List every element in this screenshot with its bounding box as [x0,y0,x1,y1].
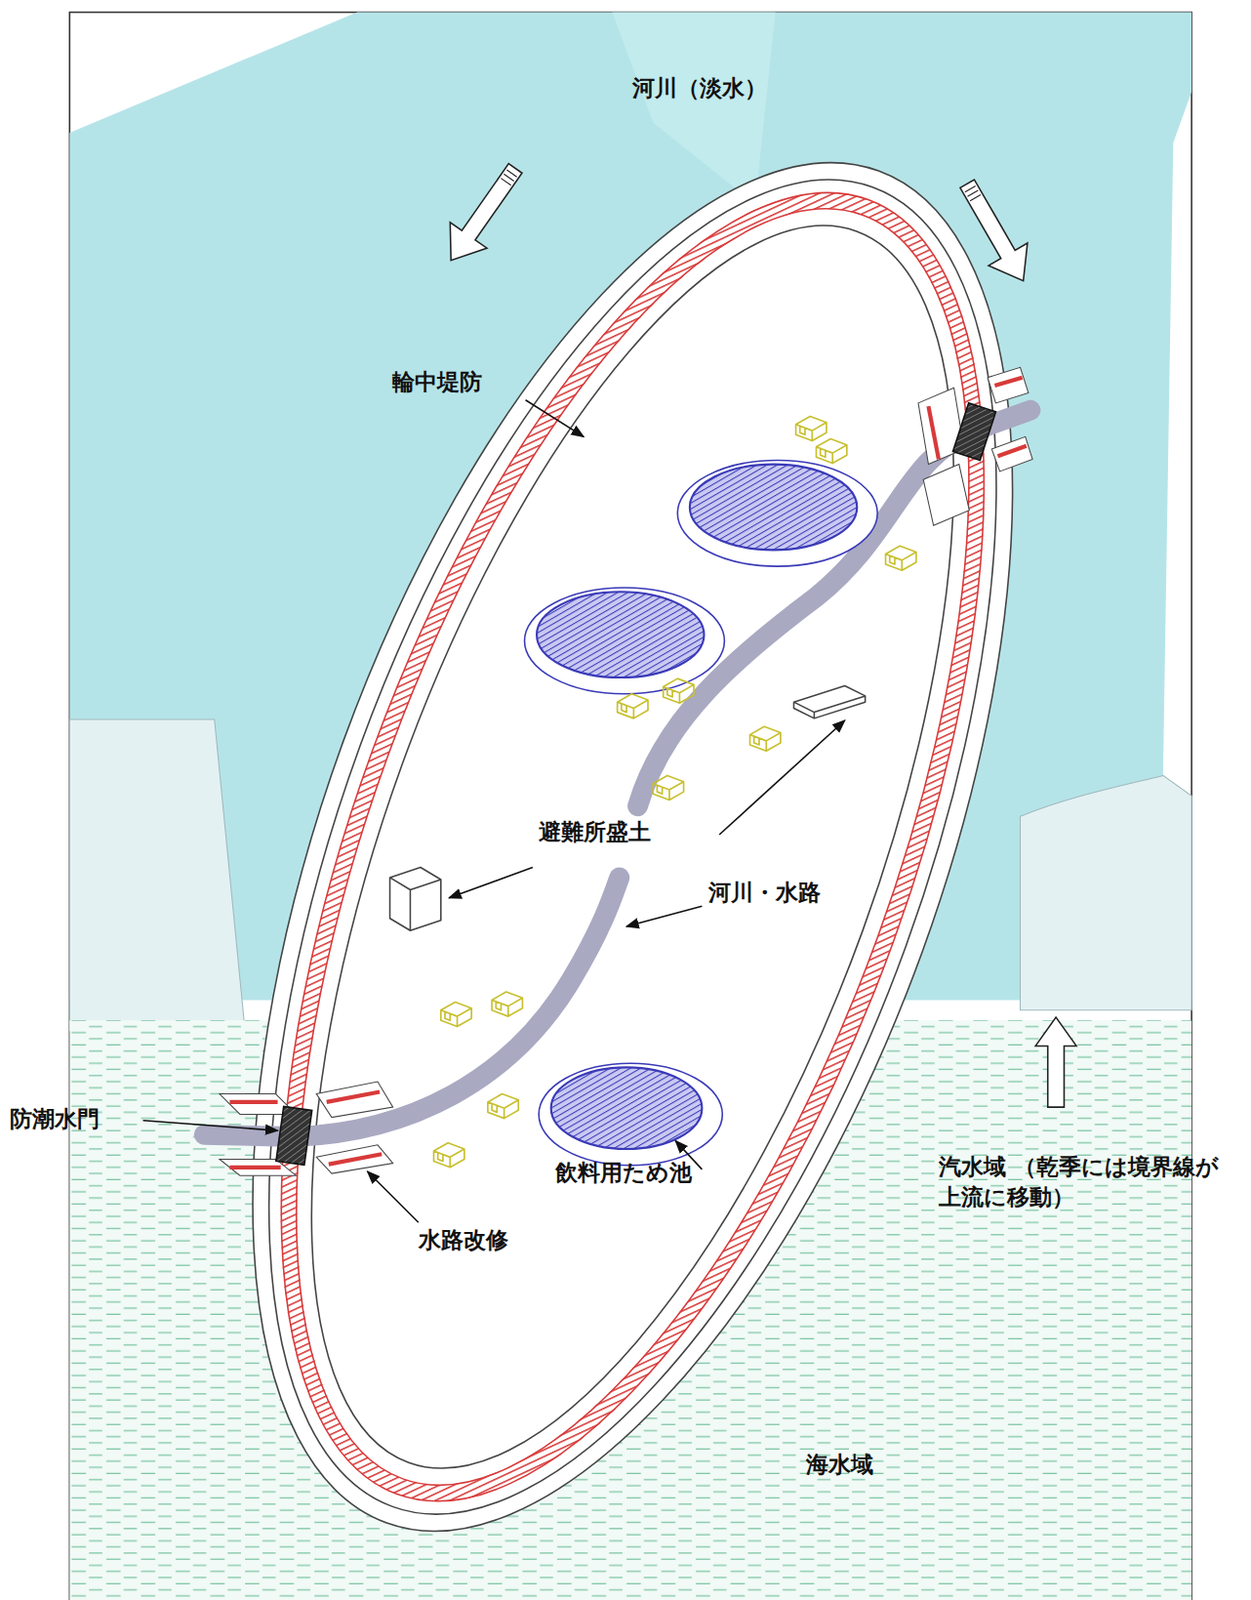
dike-outer-line [119,87,1146,1600]
island-group [97,65,1169,1600]
pond-label: 飲料用ため池 [555,1157,692,1188]
shelter-mound [390,866,442,930]
wing-wall-hatch [928,405,938,459]
tide-gate-label: 防潮水門 [9,1103,100,1134]
leader-line [719,720,846,835]
waterway-label: 河川・水路 [708,877,821,908]
flow-arrow-shape [1035,1016,1077,1107]
leader-line [525,400,585,438]
dike-edge [157,125,1108,1569]
dike-label: 輪中堤防 [392,366,483,398]
brackish-label: 汽水域 （乾季には境界線が上流に移動） [938,1151,1235,1212]
sea-label: 海水域 [806,1449,874,1480]
house [617,693,648,719]
drinking-pond [536,591,704,678]
leader-line [626,905,702,927]
river-shading [611,12,775,205]
house [750,726,781,751]
brackish-right [1020,774,1193,1009]
flow-arrow [432,155,534,274]
leader-line [448,866,533,897]
wing-wall [991,436,1033,472]
wing-wall [316,1144,393,1173]
flow-arrow-shape [947,172,1043,293]
house [652,774,684,800]
wing-wall-hatch [328,1153,382,1164]
wing-wall-hatch [998,445,1027,456]
river-label: 河川（淡水） [632,73,767,104]
drinking-pond [551,1066,703,1149]
flow-arrow-tail [965,185,981,201]
brackish-left [69,719,245,1031]
island-outline [97,65,1169,1600]
house [487,1093,519,1119]
house [663,678,694,703]
leader-line [143,1120,279,1130]
channel-repair-label: 水路改修 [418,1224,509,1255]
leader-line [367,1170,419,1222]
drinking-pond [689,464,857,551]
pond-rim [677,459,878,566]
wing-wall [923,464,969,526]
wing-wall-hatch [229,1099,278,1104]
wing-wall-hatch [229,1165,281,1170]
flow-arrow-shape [432,155,534,274]
ring-dike-band [147,115,1120,1578]
dike-inner-line [178,147,1088,1546]
house [796,415,827,441]
shelter-label: 避難所盛土 [538,816,651,848]
tide-gate [276,1105,313,1165]
house [815,438,847,463]
wing-wall-hatch [994,377,1022,386]
flow-arrow [947,172,1043,293]
dike-edge [136,104,1130,1589]
house [441,1001,472,1026]
flow-arrow [1035,1016,1077,1107]
wing-wall [987,366,1029,404]
pond-rim [524,587,726,694]
house [886,545,917,570]
tide-gate [952,403,996,461]
wing-wall-hatch [326,1090,380,1101]
house [433,1142,464,1168]
flow-arrow-tail [500,169,517,186]
pond-rim [538,1062,723,1166]
house [491,991,523,1016]
shelter-mound [793,685,865,718]
wing-wall [316,1081,393,1118]
